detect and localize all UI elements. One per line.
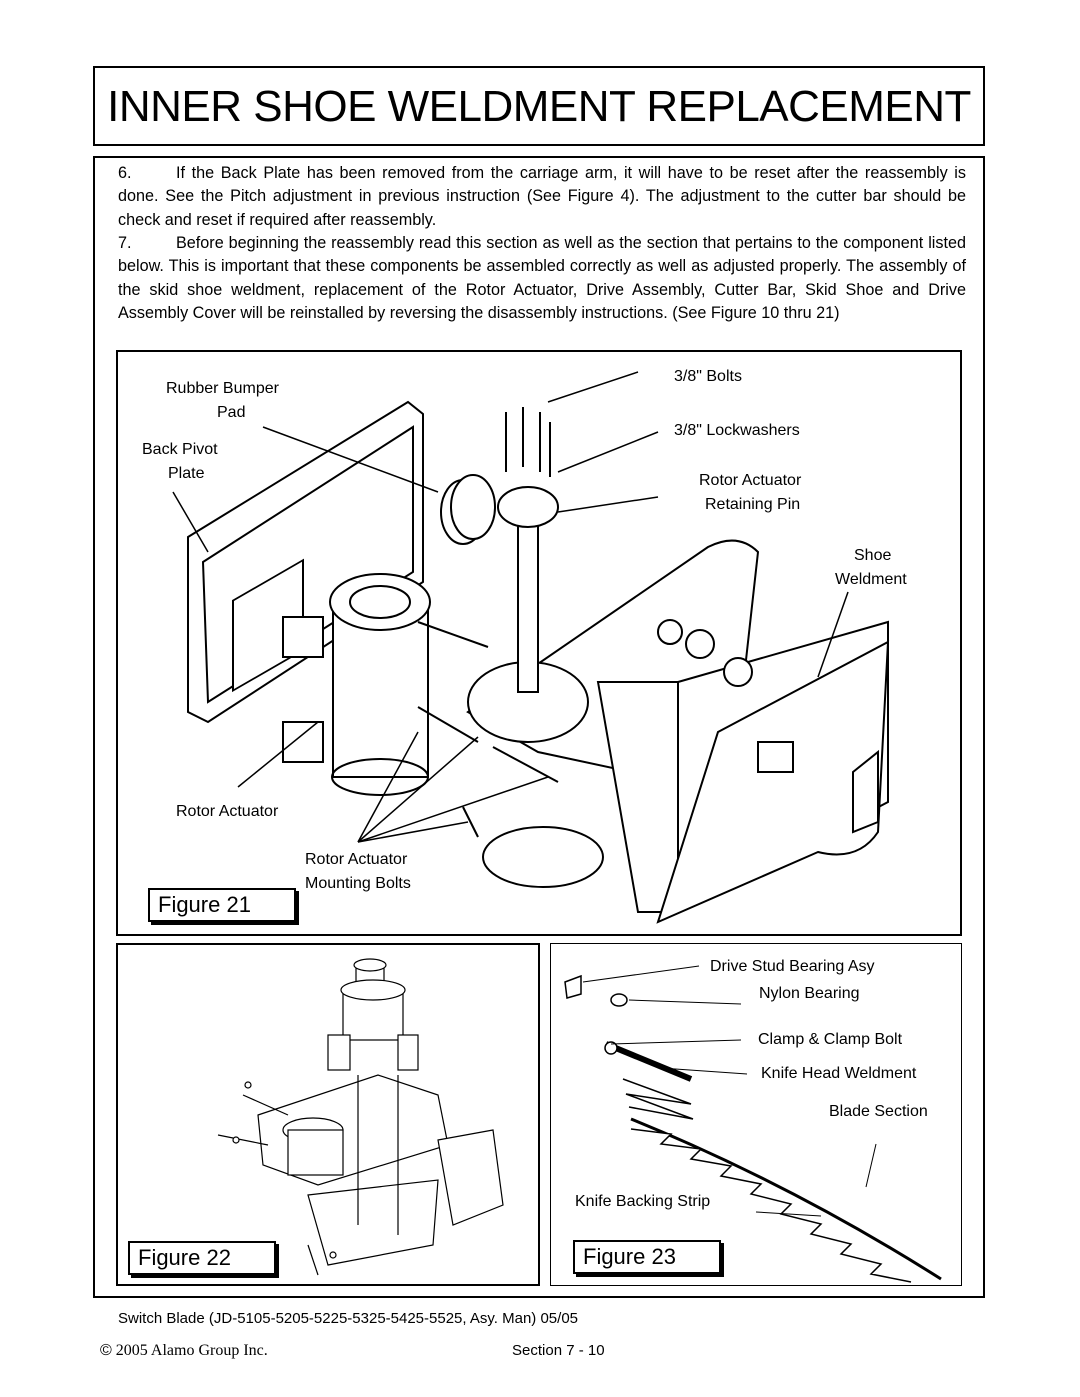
figure-23-label: Figure 23	[573, 1240, 721, 1274]
callout-bolts: 3/8" Bolts	[674, 368, 742, 385]
callout-clamp: Clamp & Clamp Bolt	[758, 1031, 903, 1048]
rotor-actuator-shape	[332, 601, 429, 778]
section-number: Section 7 - 10	[512, 1342, 605, 1359]
callout-retaining-pin: Rotor Actuator	[699, 472, 802, 489]
figure-23: Drive Stud Bearing Asy Nylon Bearing Cla…	[550, 943, 962, 1286]
page-title: INNER SHOE WELDMENT REPLACEMENT	[107, 82, 971, 131]
step-6: 6.If the Back Plate has been removed fro…	[118, 162, 966, 232]
callout-blade-section: Blade Section	[829, 1103, 928, 1120]
title-box: INNER SHOE WELDMENT REPLACEMENT	[93, 66, 985, 146]
callout-rotor-actuator: Rotor Actuator	[176, 803, 279, 820]
callout-retaining-pin-line2: Retaining Pin	[705, 496, 801, 513]
callout-backing-strip: Knife Backing Strip	[575, 1193, 711, 1210]
callout-mounting-bolts-line2: Mounting Bolts	[305, 875, 411, 892]
knife-head-shape	[622, 1078, 694, 1120]
figure-21-label: Figure 21	[148, 888, 296, 922]
blade-section-shape	[630, 1128, 912, 1283]
figure-21-illustration	[172, 371, 890, 924]
copyright-text: 2005 Alamo Group Inc.	[111, 1342, 268, 1359]
manual-reference: Switch Blade (JD-5105-5205-5225-5325-542…	[118, 1310, 579, 1327]
callout-nylon-bearing: Nylon Bearing	[759, 985, 860, 1002]
nylon-bearing-shape	[610, 993, 628, 1007]
callout-lockwashers: 3/8" Lockwashers	[674, 422, 800, 439]
callout-back-pivot: Back Pivot	[142, 441, 218, 458]
drive-stud-shape	[564, 974, 582, 999]
figure-23-illustration	[564, 965, 942, 1283]
callout-mounting-bolts: Rotor Actuator	[305, 851, 408, 868]
callout-drive-stud: Drive Stud Bearing Asy	[710, 958, 875, 975]
copyright-symbol: ©	[100, 1342, 112, 1359]
step-number: 6.	[118, 164, 132, 182]
callout-rubber-bumper-line2: Pad	[217, 404, 246, 421]
copyright: © 2005 Alamo Group Inc.	[100, 1342, 268, 1360]
figure-21: Rubber Bumper Pad Back Pivot Plate 3/8" …	[116, 350, 962, 936]
content-frame	[93, 156, 985, 1298]
figure-22: Figure 22	[116, 943, 540, 1286]
figure-22-illustration	[217, 958, 504, 1276]
callout-shoe-line2: Weldment	[835, 571, 907, 588]
step-text: Before beginning the reassembly read thi…	[118, 234, 966, 322]
figure-22-label: Figure 22	[128, 1241, 276, 1275]
step-7: 7.Before beginning the reassembly read t…	[118, 232, 966, 325]
callout-shoe: Shoe	[854, 547, 892, 564]
callout-back-pivot-line2: Plate	[168, 465, 205, 482]
callout-rubber-bumper: Rubber Bumper	[166, 380, 279, 397]
step-text: If the Back Plate has been removed from …	[118, 164, 966, 229]
callout-knife-head: Knife Head Weldment	[761, 1065, 917, 1082]
step-number: 7.	[118, 234, 132, 252]
